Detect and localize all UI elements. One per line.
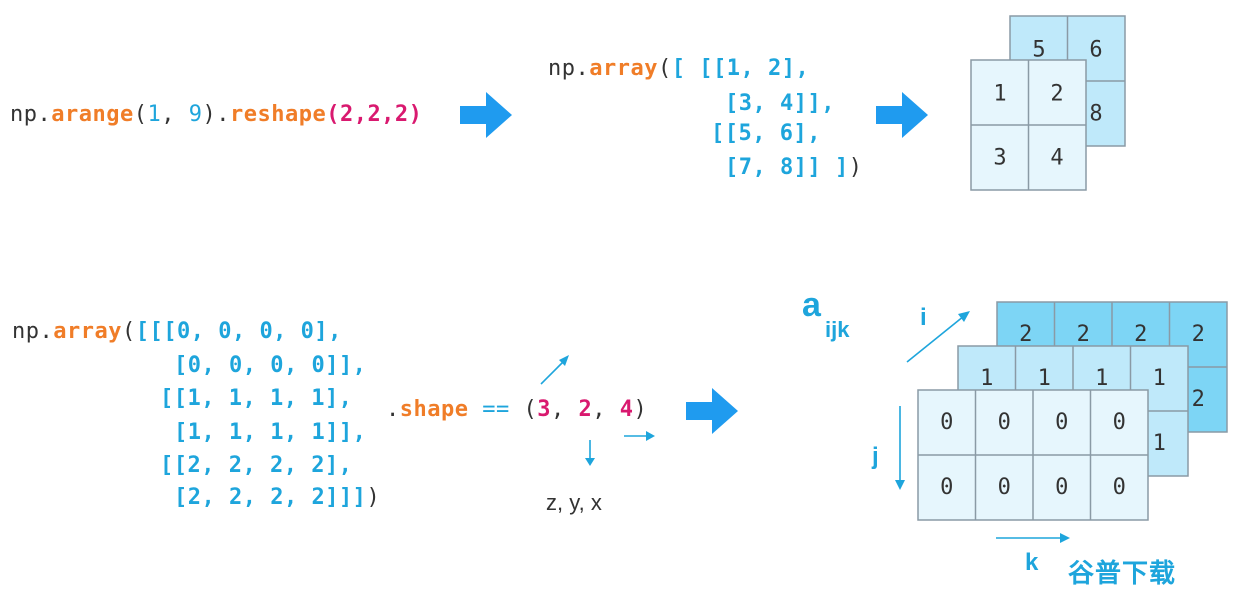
shape-expression: .shape == (3, 2, 4) [386,397,648,422]
layer-0-cell-0-1: 0 [998,410,1011,435]
layer-1-cell-1-3: 1 [1153,431,1166,456]
arange-reshape-code: np.arange(1, 9).reshape(2,2,2) [10,102,423,127]
front-cell-0-1: 2 [1050,82,1063,107]
layer-0-cell-1-2: 0 [1055,475,1068,500]
layer-1-cell-0-3: 1 [1153,366,1166,391]
array-result-line4: [7, 8]] ]) [725,155,863,180]
layer-0-cell-1-1: 0 [998,475,1011,500]
layer-0-cell-1-3: 0 [1113,475,1126,500]
axis-k-arrow-icon [996,533,1070,543]
back-cell-0-1: 6 [1089,38,1102,63]
front-cell-0-0: 1 [993,82,1006,107]
array-line-3: [[1, 1, 1, 1], [160,386,353,411]
layer-0-cell-0-2: 0 [1055,410,1068,435]
right-arrow-icon [460,92,512,138]
layer-1-cell-0-2: 1 [1095,366,1108,391]
z-axis-arrow-icon [540,355,569,385]
right-arrow-icon [876,92,928,138]
axis-k-label: k [1025,549,1039,576]
front-cell-1-1: 4 [1050,146,1063,171]
array-line-6: [2, 2, 2, 2]]]) [174,485,381,510]
layer-1-cell-0-1: 1 [1038,366,1051,391]
axis-i-label: i [920,304,927,331]
reshape-grid-stack: 5 6 7 8 1 2 3 4 [970,15,1126,191]
layer-2-cell-0-3: 2 [1192,322,1205,347]
layer-0-grid: 0 0 0 0 0 0 0 0 [917,389,1149,521]
zeros-array-code: np.array([[[0, 0, 0, 0], [12,319,342,344]
array-result-line2: [3, 4]], [725,91,835,116]
layer-1-cell-0-0: 1 [980,366,993,391]
layer-2-cell-0-1: 2 [1077,322,1090,347]
tensor-subscript: ijk [825,317,850,342]
axis-j-arrow-icon [895,406,905,490]
right-arrow-icon [686,388,738,434]
array-result-code: np.array([ [[1, 2], [548,56,810,81]
array-line-2: [0, 0, 0, 0]], [174,353,367,378]
array-line-5: [[2, 2, 2, 2], [160,453,353,478]
layer-0-cell-0-0: 0 [940,410,953,435]
back-cell-0-0: 5 [1032,38,1045,63]
array-result-line3: [[5, 6], [711,121,821,146]
front-layer-grid: 1 2 3 4 [970,59,1087,191]
layer-2-cell-0-0: 2 [1019,322,1032,347]
array-line-4: [1, 1, 1, 1]], [174,420,367,445]
dims-label: z, y, x [546,490,602,515]
layer-0-cell-0-3: 0 [1113,410,1126,435]
layer-2-cell-0-2: 2 [1134,322,1147,347]
tensor-symbol: a [802,286,821,324]
x-axis-arrow-icon [624,431,655,441]
y-axis-arrow-icon [585,440,595,466]
watermark: 谷普下载 [1068,559,1177,589]
back-cell-1-1: 8 [1089,102,1102,127]
front-cell-1-0: 3 [993,146,1006,171]
layer-2-cell-1-3: 2 [1192,387,1205,412]
axis-i-arrow-icon [906,311,970,363]
axis-j-label: j [872,443,879,470]
layer-0-cell-1-0: 0 [940,475,953,500]
